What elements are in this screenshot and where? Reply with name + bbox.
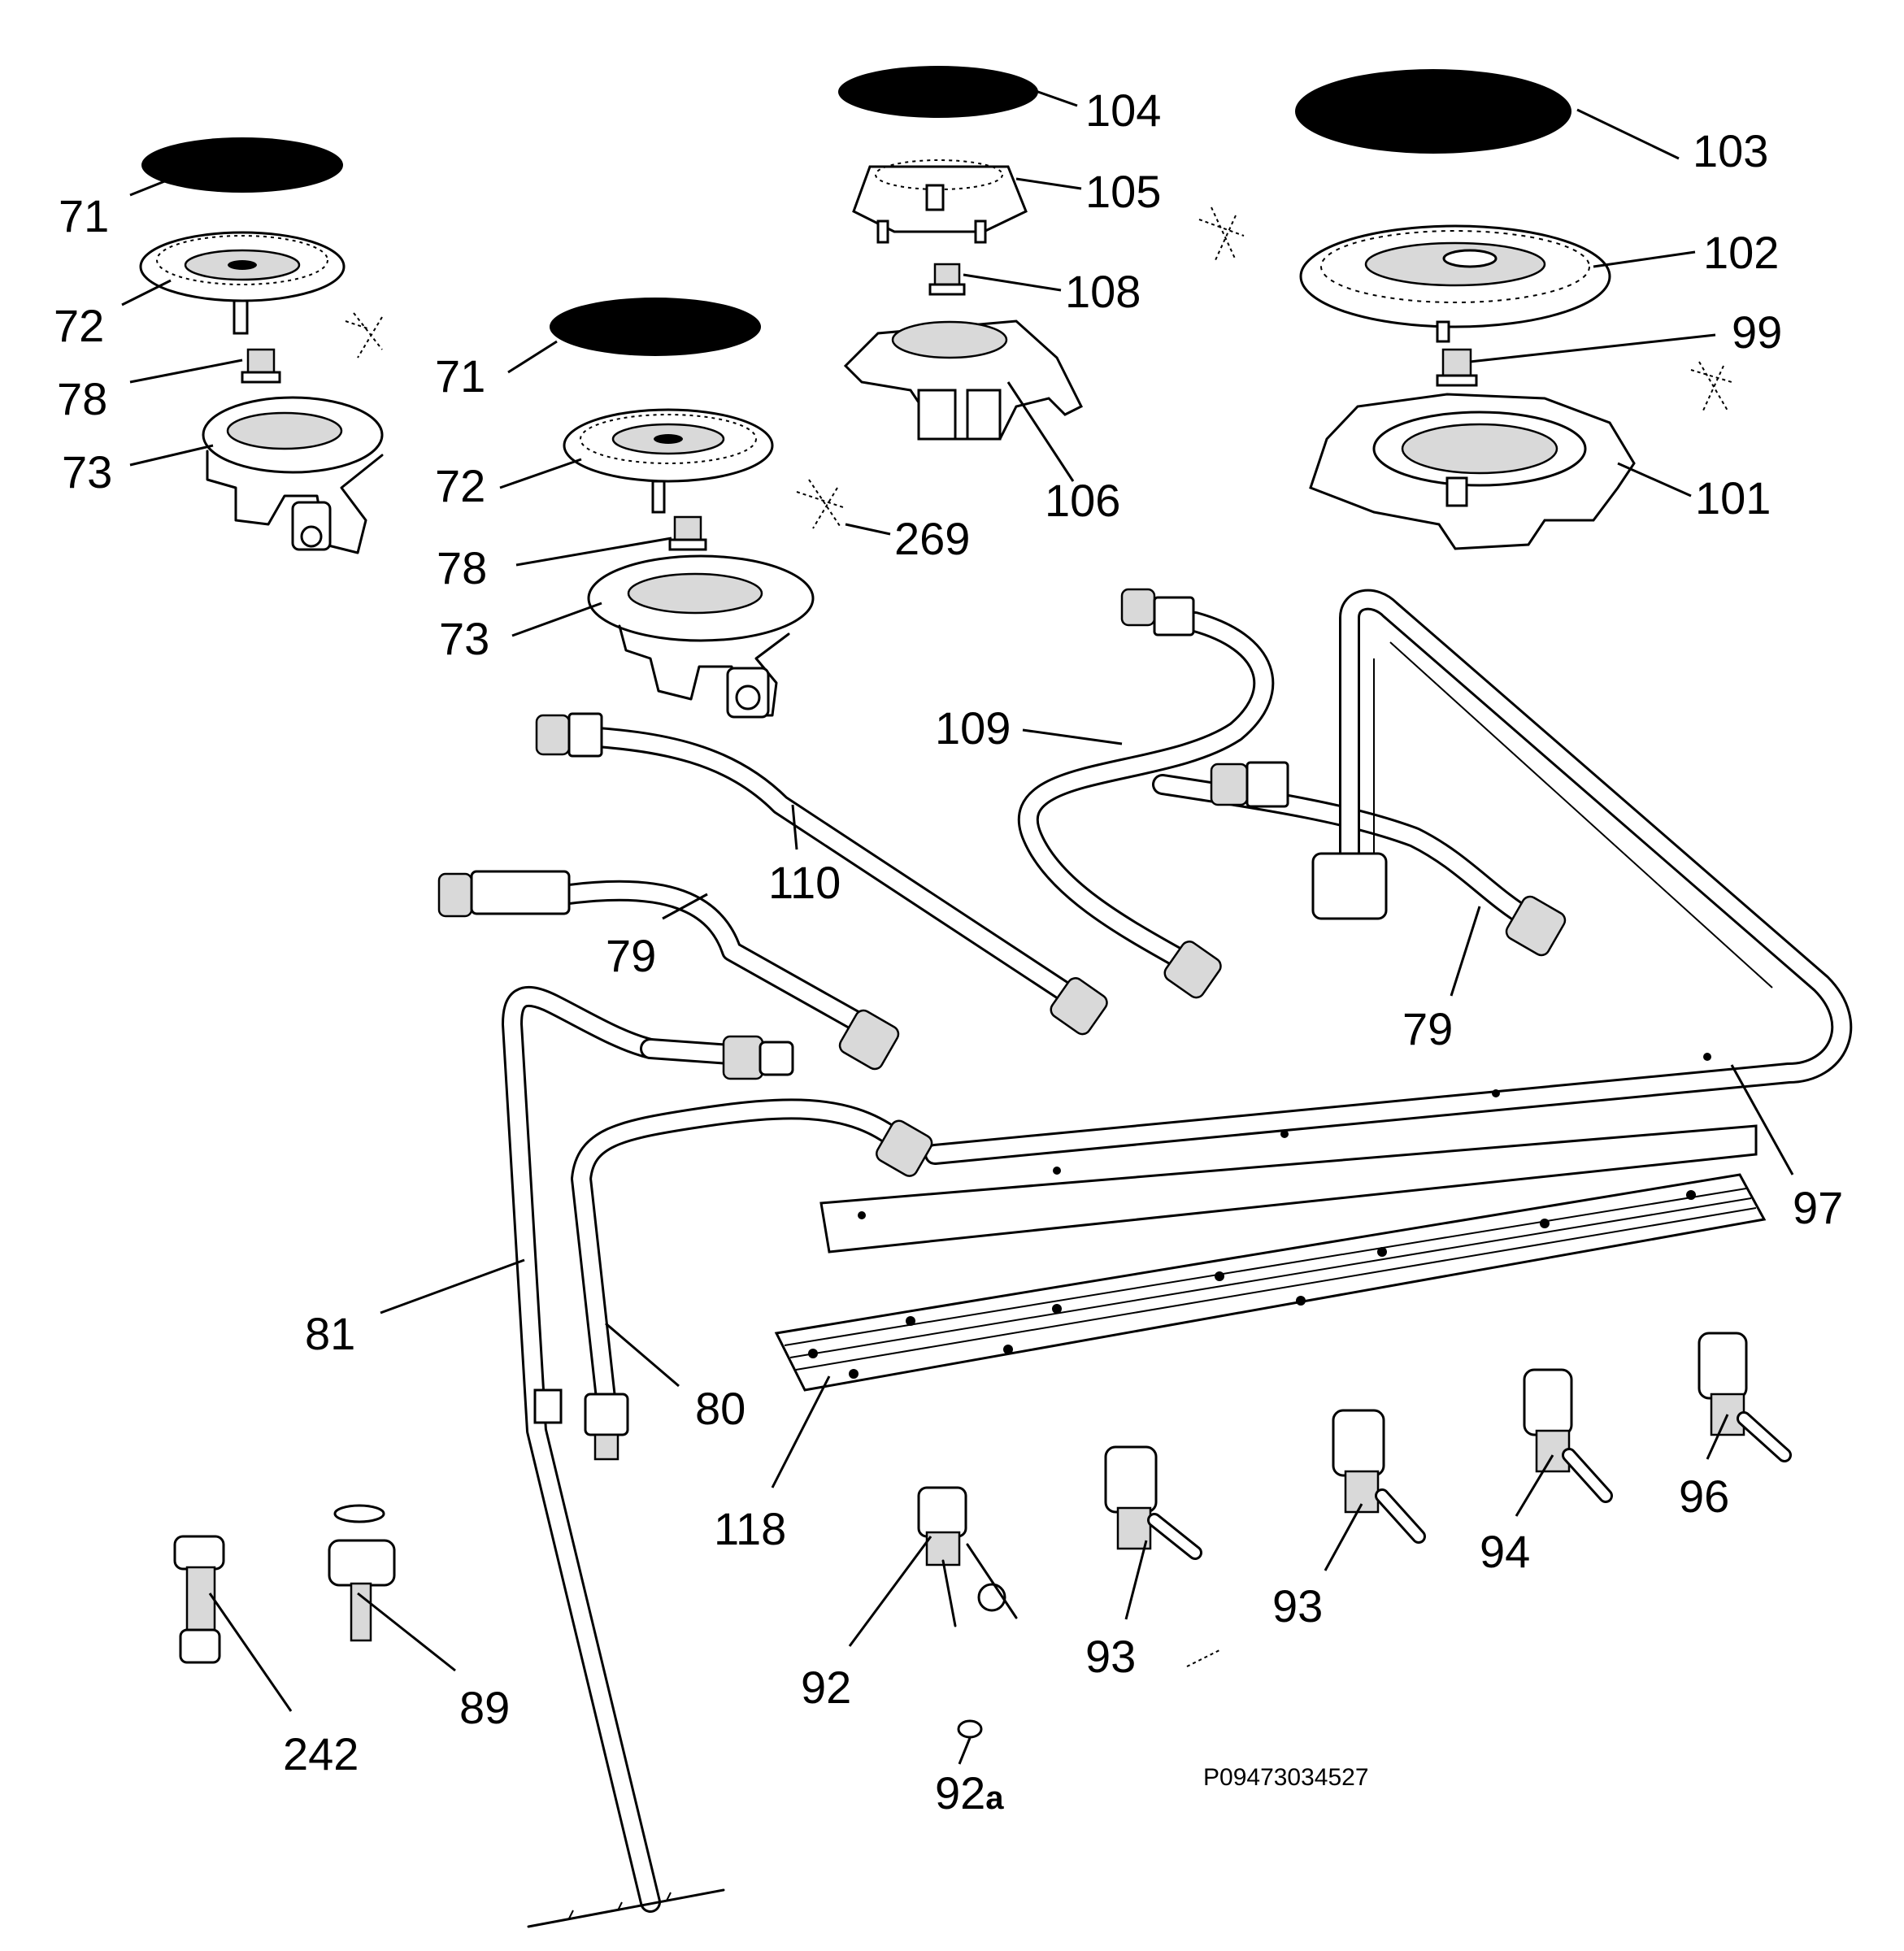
- label-89: 89: [459, 1682, 510, 1733]
- screw-marker-269: [796, 479, 846, 529]
- label-118: 118: [714, 1503, 786, 1554]
- label-93-right: 93: [1272, 1580, 1323, 1632]
- gas-pipe-81: [502, 985, 794, 1913]
- label-80: 80: [695, 1383, 746, 1434]
- gas-pipe-109: [1017, 588, 1275, 999]
- label-92a-main: 92: [935, 1767, 985, 1818]
- bracket-rail: [819, 1053, 1758, 1254]
- gas-tap-93-right: [1332, 1409, 1426, 1544]
- label-92a-suffix: a: [985, 1780, 1004, 1816]
- injector-99: [1436, 348, 1478, 387]
- label-242: 242: [283, 1728, 359, 1779]
- burner-crown-102: [1299, 224, 1611, 343]
- label-72-center: 72: [435, 460, 485, 511]
- label-108: 108: [1065, 266, 1141, 317]
- burner-crown-72-center: [563, 408, 774, 514]
- label-96: 96: [1679, 1471, 1729, 1522]
- screw-marker-b: [1690, 361, 1732, 411]
- burner-cap-71-center: [550, 298, 761, 356]
- gas-pipe-97: [924, 589, 1853, 1165]
- label-94: 94: [1480, 1526, 1530, 1577]
- label-81: 81: [305, 1308, 355, 1359]
- burner-cap-103: [1295, 69, 1571, 154]
- label-105: 105: [1085, 166, 1161, 217]
- gas-pipe-80: [571, 1098, 933, 1461]
- label-110: 110: [768, 857, 841, 908]
- burner-body-73-center: [587, 554, 815, 719]
- burner-body-73-left: [202, 396, 384, 554]
- burner-crown-72-left: [139, 231, 346, 335]
- gas-pipe-110: [535, 712, 1108, 1036]
- screw-marker-269-a: [345, 312, 383, 358]
- gas-pipe-79-right: [1152, 761, 1567, 957]
- label-72-left: 72: [54, 300, 104, 351]
- burner-cap-104: [838, 66, 1038, 118]
- label-79-left: 79: [606, 930, 656, 981]
- label-73-left: 73: [62, 446, 112, 498]
- label-102: 102: [1703, 227, 1779, 278]
- screw-marker-c: [1186, 1649, 1220, 1667]
- label-103: 103: [1693, 125, 1768, 176]
- part-242: [173, 1535, 225, 1664]
- gas-tap-96: [1698, 1332, 1792, 1462]
- label-73-center: 73: [439, 613, 489, 664]
- label-78-left: 78: [57, 373, 107, 424]
- burner-cap-71-left: [141, 137, 343, 193]
- diagram-reference-code: P09473034527: [1203, 1764, 1369, 1791]
- leader-lines: [121, 80, 1794, 1765]
- part-89: [328, 1504, 396, 1642]
- label-97: 97: [1793, 1182, 1843, 1233]
- burner-body-101: [1309, 393, 1636, 550]
- gas-pipe-79-left: [437, 870, 900, 1071]
- part-92a-ring: [957, 1719, 983, 1739]
- label-92a: 92a: [935, 1767, 1004, 1818]
- label-93-left: 93: [1085, 1631, 1136, 1682]
- injector-78-center: [668, 515, 707, 551]
- part-labels: 71 72 78 73 71 72 78 73 269 104 105 108 …: [54, 85, 1843, 1818]
- label-269: 269: [894, 513, 970, 564]
- injector-108: [928, 263, 966, 296]
- injector-78-left: [241, 348, 281, 384]
- label-78-center: 78: [437, 542, 487, 593]
- label-99: 99: [1732, 306, 1782, 358]
- screw-marker-a: [1198, 206, 1245, 261]
- burner-crown-105: [852, 159, 1028, 244]
- label-92: 92: [801, 1662, 851, 1713]
- gas-tap-94: [1523, 1368, 1613, 1503]
- label-109: 109: [935, 702, 1011, 754]
- label-101: 101: [1695, 472, 1771, 524]
- label-106: 106: [1045, 475, 1120, 526]
- ground-line: [527, 1888, 725, 1928]
- gas-tap-92: [917, 1486, 1018, 1627]
- label-79-right: 79: [1402, 1003, 1453, 1054]
- gas-tap-93-left: [1104, 1445, 1202, 1560]
- label-71-left: 71: [59, 190, 109, 241]
- label-104: 104: [1085, 85, 1161, 136]
- label-71-center: 71: [435, 350, 485, 402]
- gas-manifold-118: [774, 1173, 1767, 1392]
- burner-body-106: [843, 319, 1084, 441]
